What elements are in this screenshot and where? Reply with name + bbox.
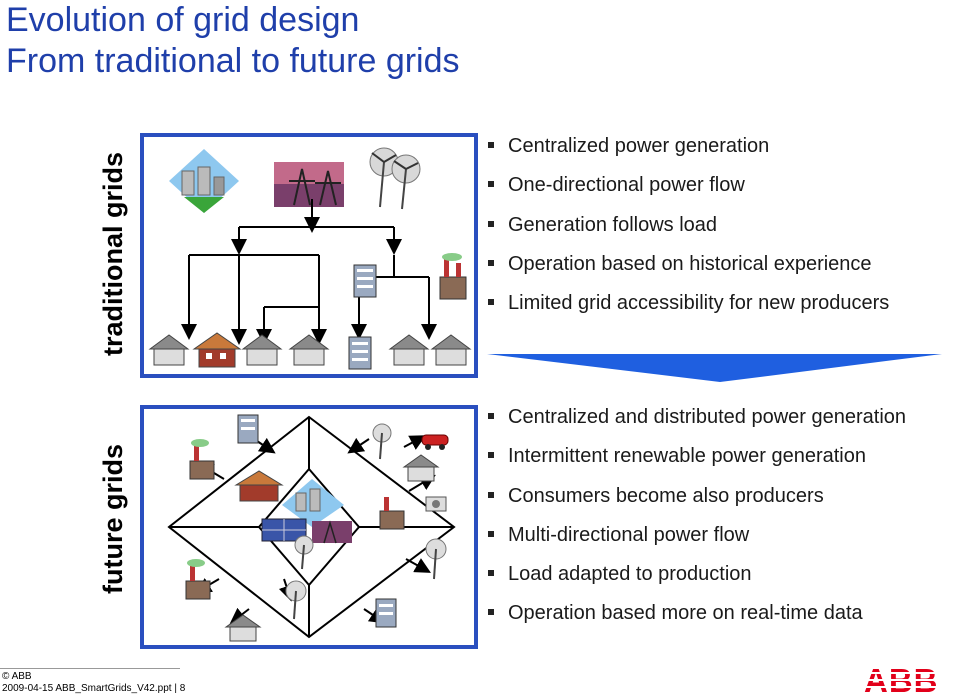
list-item: Multi-directional power flow — [488, 522, 906, 561]
power-plant-icon — [169, 149, 239, 213]
slide-subtitle: From traditional to future grids — [6, 42, 460, 80]
factory-icon — [185, 559, 211, 600]
house-icon — [288, 334, 330, 366]
footer-divider — [0, 668, 180, 669]
list-item: Load adapted to production — [488, 561, 906, 600]
transmission-line-icon — [274, 162, 344, 207]
factory-icon — [189, 439, 215, 480]
footer-file-info: 2009-04-15 ABB_SmartGrids_V42.ppt | 8 — [2, 683, 186, 694]
list-item: Centralized power generation — [488, 133, 889, 172]
wind-turbine-icon — [369, 147, 421, 210]
list-item: Operation based on historical experience — [488, 251, 889, 290]
house-icon — [402, 454, 440, 482]
traditional-bullet-list: Centralized power generation One-directi… — [488, 133, 889, 329]
house-icon — [224, 614, 262, 642]
list-item: Operation based more on real-time data — [488, 600, 906, 639]
power-plant-icon — [312, 520, 352, 544]
slide-title: Evolution of grid design — [6, 1, 360, 39]
transition-arrow-icon — [487, 354, 942, 382]
list-item: Generation follows load — [488, 212, 889, 251]
power-plant-icon — [282, 479, 344, 527]
traditional-grid-diagram — [148, 147, 472, 370]
factory-icon — [379, 497, 405, 530]
house-icon — [234, 470, 284, 502]
future-bullet-list: Centralized and distributed power genera… — [488, 404, 906, 640]
abb-logo-icon: ABB — [862, 664, 956, 696]
wind-turbine-icon — [285, 580, 307, 620]
list-item: Consumers become also producers — [488, 483, 906, 522]
house-icon — [430, 334, 472, 366]
wind-turbine-icon — [294, 535, 314, 570]
wind-turbine-icon — [425, 538, 447, 580]
future-grid-panel — [140, 405, 478, 649]
office-building-icon — [375, 598, 397, 628]
electric-car-icon — [421, 434, 449, 450]
list-item: Centralized and distributed power genera… — [488, 404, 906, 443]
house-icon — [192, 332, 242, 368]
office-building-icon — [348, 336, 372, 370]
future-grids-label: future grids — [98, 444, 128, 595]
office-building-icon — [353, 264, 377, 298]
footer: © ABB 2009-04-15 ABB_SmartGrids_V42.ppt … — [2, 671, 185, 695]
office-building-icon — [237, 414, 259, 444]
factory-icon — [439, 253, 467, 300]
future-grid-diagram — [167, 414, 456, 642]
footer-copyright: © ABB — [2, 671, 32, 682]
wind-turbine-icon — [372, 423, 392, 460]
solar-panel-icon — [261, 518, 307, 542]
traditional-grids-label: traditional grids — [98, 151, 128, 357]
traditional-grid-panel — [140, 133, 478, 378]
house-icon — [148, 334, 190, 366]
house-icon — [241, 334, 283, 366]
list-item: Intermittent renewable power generation — [488, 443, 906, 482]
list-item: Limited grid accessibility for new produ… — [488, 290, 889, 329]
house-icon — [388, 334, 430, 366]
camera-icon — [425, 496, 447, 512]
list-item: One-directional power flow — [488, 172, 889, 211]
